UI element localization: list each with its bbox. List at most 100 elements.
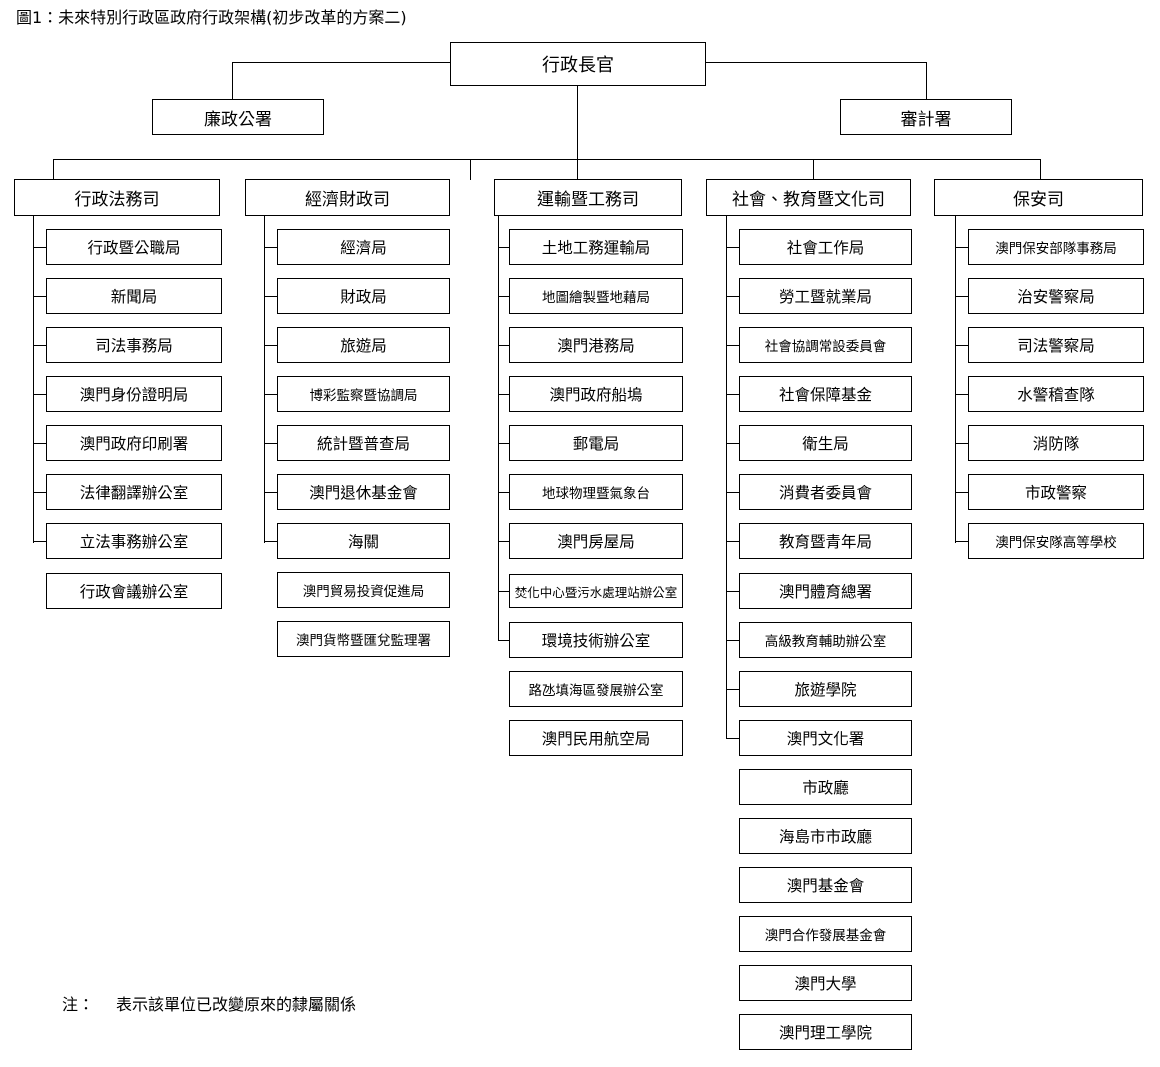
tick-c1-u2 xyxy=(33,296,46,298)
connector-drop-dept-4 xyxy=(813,159,815,180)
box-unit-c3-u2[interactable]: 地圖繪製暨地藉局 xyxy=(509,278,683,314)
tick-c5-u2 xyxy=(955,296,968,298)
box-unit-c1-u3[interactable]: 司法事務局 xyxy=(46,327,222,363)
tick-c3-u2 xyxy=(498,296,509,298)
connector-left-aux-drop xyxy=(232,62,234,100)
box-unit-c2-u7[interactable]: 海關 xyxy=(277,523,450,559)
box-unit-c4-d3[interactable]: 澳門基金會 xyxy=(739,867,912,903)
box-unit-c4-u10[interactable]: 旅遊學院 xyxy=(739,671,912,707)
box-unit-c3-u3[interactable]: 澳門港務局 xyxy=(509,327,683,363)
box-unit-c4-u7[interactable]: 教育暨青年局 xyxy=(739,523,912,559)
box-unit-c3-d2[interactable]: 澳門民用航空局 xyxy=(509,720,683,756)
box-unit-c4-u9[interactable]: 高級教育輔助辦公室 xyxy=(739,622,912,658)
connector-drop-dept-2 xyxy=(470,159,472,180)
tick-c1-u4 xyxy=(33,394,46,396)
box-unit-c3-u8[interactable]: 焚化中心暨污水處理站辦公室 xyxy=(509,574,683,608)
spine-column-5 xyxy=(955,215,957,543)
tick-c1-u1 xyxy=(33,247,46,249)
box-unit-c4-d2[interactable]: 海島市市政廳 xyxy=(739,818,912,854)
box-unit-c5-u3[interactable]: 司法警察局 xyxy=(968,327,1144,363)
connector-exec-down xyxy=(577,86,579,160)
box-unit-c4-u5[interactable]: 衛生局 xyxy=(739,425,912,461)
box-unit-c1-u2[interactable]: 新聞局 xyxy=(46,278,222,314)
tick-c1-u3 xyxy=(33,345,46,347)
tick-c2-u4 xyxy=(264,394,277,396)
box-audit-commission[interactable]: 審計署 xyxy=(840,99,1012,135)
box-department-1[interactable]: 行政法務司 xyxy=(14,179,220,216)
tick-c5-u5 xyxy=(955,443,968,445)
footnote-text: 表示該單位已改變原來的隸屬關係 xyxy=(116,995,357,1014)
box-unit-c1-u6[interactable]: 法律翻譯辦公室 xyxy=(46,474,222,510)
box-unit-c5-u1[interactable]: 澳門保安部隊事務局 xyxy=(968,229,1144,265)
tick-c2-u1 xyxy=(264,247,277,249)
tick-c4-u9 xyxy=(726,640,739,642)
tick-c2-u5 xyxy=(264,443,277,445)
box-unit-c2-u4[interactable]: 博彩監察暨協調局 xyxy=(277,376,450,412)
tick-c2-u2 xyxy=(264,296,277,298)
box-unit-c2-u5[interactable]: 統計暨普查局 xyxy=(277,425,450,461)
tick-c4-u1 xyxy=(726,247,739,249)
tick-c4-u3 xyxy=(726,345,739,347)
box-unit-c2-u6[interactable]: 澳門退休基金會 xyxy=(277,474,450,510)
spine-column-3 xyxy=(498,215,500,641)
box-unit-c2-u3[interactable]: 旅遊局 xyxy=(277,327,450,363)
box-unit-c3-u5[interactable]: 郵電局 xyxy=(509,425,683,461)
box-department-2[interactable]: 經濟財政司 xyxy=(245,179,450,216)
box-unit-c5-u7[interactable]: 澳門保安隊高等學校 xyxy=(968,523,1144,559)
figure-title: 圖1：未來特別行政區政府行政架構(初步改革的方案二) xyxy=(16,8,407,27)
box-unit-c4-u3[interactable]: 社會協調常設委員會 xyxy=(739,327,912,363)
box-unit-c4-u1[interactable]: 社會工作局 xyxy=(739,229,912,265)
spine-column-1 xyxy=(33,215,35,543)
tick-c1-u6 xyxy=(33,492,46,494)
tick-c3-u5 xyxy=(498,443,509,445)
box-unit-c3-d1[interactable]: 路氹填海區發展辦公室 xyxy=(509,671,683,707)
tick-c3-u4 xyxy=(498,394,509,396)
box-department-4[interactable]: 社會、教育暨文化司 xyxy=(706,179,911,216)
box-unit-c1-u4[interactable]: 澳門身份證明局 xyxy=(46,376,222,412)
box-unit-c1-d1[interactable]: 行政會議辦公室 xyxy=(46,573,222,609)
box-unit-c4-d4[interactable]: 澳門合作發展基金會 xyxy=(739,916,912,952)
box-unit-c4-d5[interactable]: 澳門大學 xyxy=(739,965,912,1001)
box-unit-c2-u1[interactable]: 經濟局 xyxy=(277,229,450,265)
box-unit-c4-u2[interactable]: 勞工暨就業局 xyxy=(739,278,912,314)
box-unit-c5-u6[interactable]: 市政警察 xyxy=(968,474,1144,510)
connector-drop-dept-5 xyxy=(1040,159,1042,180)
tick-c4-u6 xyxy=(726,492,739,494)
box-unit-c4-u8[interactable]: 澳門體育總署 xyxy=(739,573,912,609)
box-unit-c3-u7[interactable]: 澳門房屋局 xyxy=(509,523,683,559)
tick-c3-u3 xyxy=(498,345,509,347)
box-unit-c4-u4[interactable]: 社會保障基金 xyxy=(739,376,912,412)
box-unit-c2-d1[interactable]: 澳門貿易投資促進局 xyxy=(277,572,450,608)
box-unit-c1-u5[interactable]: 澳門政府印刷署 xyxy=(46,425,222,461)
tick-c4-u10 xyxy=(726,689,739,691)
box-unit-c4-d6[interactable]: 澳門理工學院 xyxy=(739,1014,912,1050)
tick-c2-u7 xyxy=(264,541,277,543)
tick-c1-u7 xyxy=(33,541,46,543)
box-commission-against-corruption[interactable]: 廉政公署 xyxy=(152,99,324,135)
box-unit-c1-u1[interactable]: 行政暨公職局 xyxy=(46,229,222,265)
box-unit-c4-d1[interactable]: 市政廳 xyxy=(739,769,912,805)
box-unit-c4-u11[interactable]: 澳門文化署 xyxy=(739,720,912,756)
box-unit-c4-u6[interactable]: 消費者委員會 xyxy=(739,474,912,510)
box-unit-c2-u2[interactable]: 財政局 xyxy=(277,278,450,314)
box-unit-c3-u1[interactable]: 土地工務運輸局 xyxy=(509,229,683,265)
box-unit-c1-u7[interactable]: 立法事務辦公室 xyxy=(46,523,222,559)
box-unit-c5-u4[interactable]: 水警稽查隊 xyxy=(968,376,1144,412)
box-unit-c3-u9[interactable]: 環境技術辦公室 xyxy=(509,622,683,658)
box-unit-c2-d2[interactable]: 澳門貨幣暨匯兌監理署 xyxy=(277,621,450,657)
tick-c3-u6 xyxy=(498,492,509,494)
tick-c5-u7 xyxy=(955,541,968,543)
tick-c4-u7 xyxy=(726,541,739,543)
tick-c3-u1 xyxy=(498,247,509,249)
connector-drop-dept-1 xyxy=(53,159,55,180)
box-unit-c5-u2[interactable]: 治安警察局 xyxy=(968,278,1144,314)
box-department-3[interactable]: 運輸暨工務司 xyxy=(494,179,682,216)
box-department-5[interactable]: 保安司 xyxy=(934,179,1143,216)
tick-c5-u4 xyxy=(955,394,968,396)
box-chief-executive[interactable]: 行政長官 xyxy=(450,42,706,86)
box-unit-c5-u5[interactable]: 消防隊 xyxy=(968,425,1144,461)
box-unit-c3-u4[interactable]: 澳門政府船塢 xyxy=(509,376,683,412)
box-unit-c3-u6[interactable]: 地球物理暨氣象台 xyxy=(509,474,683,510)
tick-c1-u5 xyxy=(33,443,46,445)
